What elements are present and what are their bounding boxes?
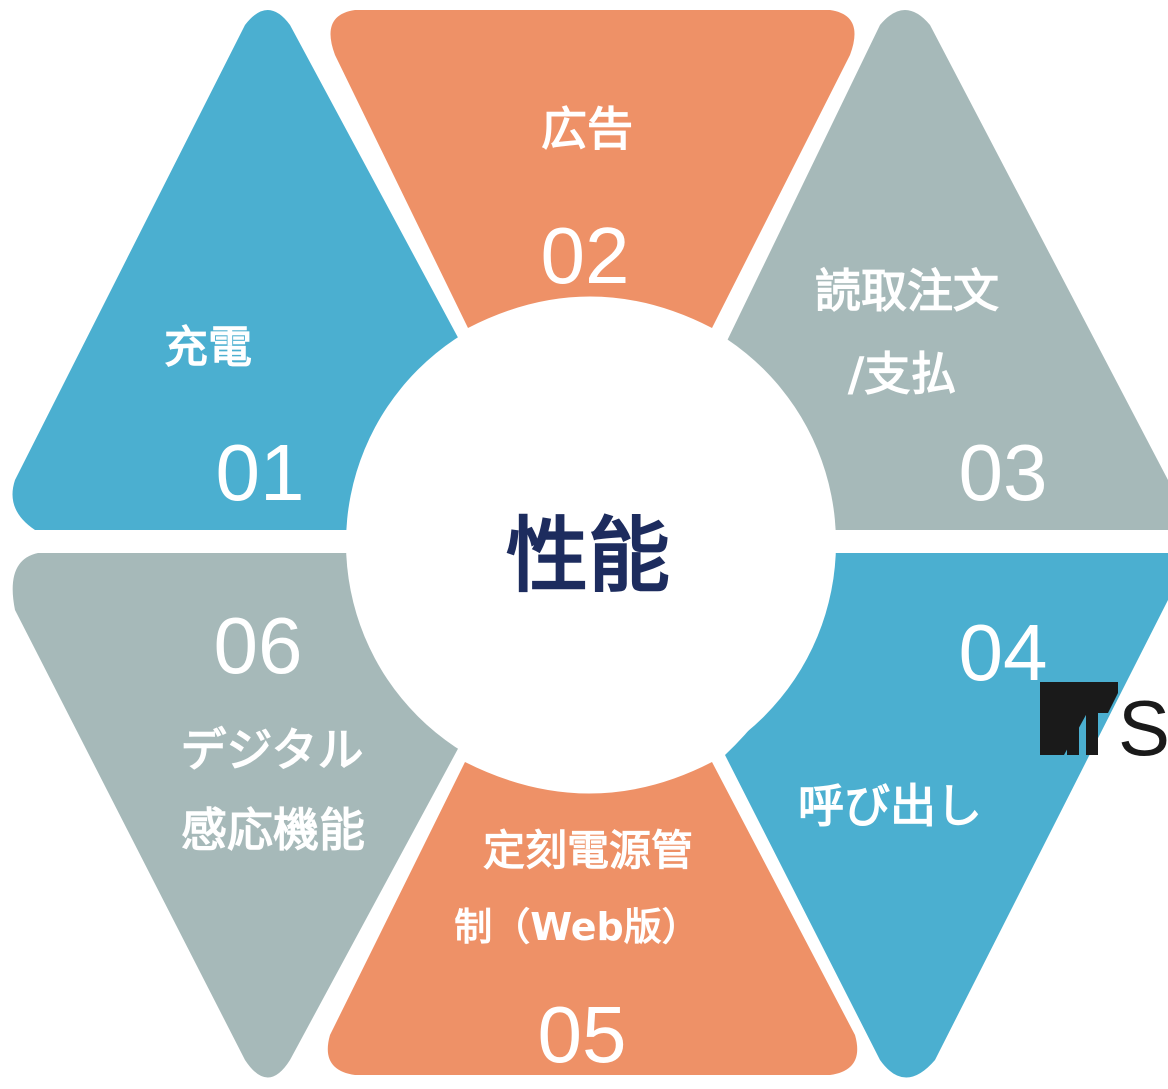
- segment-03-label-line2: /支払: [848, 347, 957, 401]
- segment-02-shape: [330, 10, 855, 328]
- company-logo: SY: [1040, 682, 1168, 772]
- center-circle: [346, 298, 836, 788]
- segment-04-number: 04: [959, 608, 1048, 697]
- segment-01-number: 01: [216, 428, 305, 517]
- segment-05-label-line2: 制（Web版）: [454, 905, 700, 949]
- segment-06-label-line2: 感応機能: [181, 803, 365, 857]
- center-title: 性能: [506, 509, 670, 604]
- logo-text: SY: [1118, 684, 1168, 772]
- segment-01-label: 充電: [164, 322, 252, 373]
- segment-04-label: 呼び出し: [798, 779, 982, 833]
- segment-01: 充電 01: [12, 10, 462, 530]
- segment-06-label-line1: デジタル: [180, 723, 363, 777]
- segment-03-number: 03: [959, 428, 1048, 517]
- center-hub: 性能: [346, 298, 836, 788]
- segment-05-label-line1: 定刻電源管: [483, 826, 693, 875]
- segment-06-shape: [12, 553, 461, 1078]
- segment-03: 読取注文 /支払 03: [725, 10, 1168, 530]
- segment-02-label: 広告: [541, 102, 633, 156]
- segment-05-number: 05: [538, 990, 627, 1079]
- segment-02-number: 02: [541, 211, 630, 300]
- logo-mark-icon: [1040, 682, 1118, 755]
- segment-03-shape: [725, 10, 1168, 530]
- segment-05: 定刻電源管 制（Web版） 05: [327, 762, 858, 1079]
- segment-03-label-line1: 読取注文: [815, 264, 999, 318]
- segment-06: 06 デジタル 感応機能: [12, 553, 461, 1078]
- segment-06-number: 06: [214, 601, 303, 690]
- segment-05-shape: [327, 762, 858, 1075]
- segment-02: 広告 02: [330, 10, 855, 328]
- segment-01-shape: [12, 10, 462, 530]
